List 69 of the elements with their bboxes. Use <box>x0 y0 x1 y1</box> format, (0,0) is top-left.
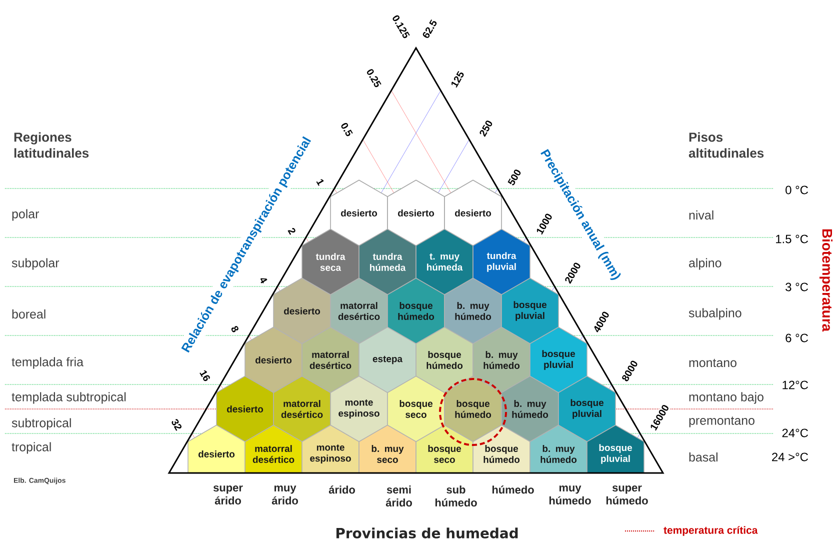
temperature-label: 6 °C <box>786 334 808 342</box>
tick-label: 2 <box>286 226 298 237</box>
life-zone-hexagon: bosque pluvial <box>586 424 644 474</box>
region-heading: Pisos altitudinales <box>688 132 764 158</box>
life-zone-hexagon: bosque húmedo <box>387 278 445 344</box>
zone-label: basal <box>689 452 718 462</box>
humidity-label: sub húmedo <box>435 486 477 506</box>
life-zone-hexagon: desierto <box>387 180 445 246</box>
life-zone-hexagon: monte espinoso <box>302 424 360 474</box>
life-zone-hexagon: desierto <box>188 424 246 474</box>
zone-label: templada fria <box>12 357 84 369</box>
life-zone-hexagon: tundra húmeda <box>358 228 416 296</box>
humidity-label: muy húmedo <box>549 486 591 504</box>
zone-label: subpolar <box>12 258 60 270</box>
humidity-label: muy árido <box>272 486 298 504</box>
life-zone-hexagon: b. muy seco <box>358 424 416 474</box>
zone-label: nival <box>689 210 714 220</box>
humidity-label: árido <box>328 486 355 494</box>
life-zone-hexagon: monte espinoso <box>330 376 388 442</box>
life-zone-hexagon: matorral desértico <box>244 424 302 474</box>
life-zone-hexagon: desierto <box>273 278 331 344</box>
life-zone-hexagon: bosque seco <box>387 376 445 442</box>
life-zone-hexagon: b. muy húmedo <box>444 278 502 344</box>
zone-label: montano <box>689 358 736 368</box>
axis-title: Biotemperatura <box>820 229 832 332</box>
life-zone-hexagon: desierto <box>330 180 388 246</box>
zone-label: boreal <box>12 309 46 319</box>
life-zone-hexagon: desierto <box>244 326 302 394</box>
region-heading: Regiones latitudinales <box>14 132 89 158</box>
zone-label: subalpino <box>688 308 742 320</box>
humidity-label: semi árido <box>386 486 412 506</box>
life-zone-hexagon: desierto <box>216 376 274 442</box>
life-zone-hexagon: bosque pluvial <box>558 376 616 442</box>
temperature-label: 1.5 °C <box>776 234 808 244</box>
temperature-label: 0 °C <box>786 186 808 194</box>
life-zone-hexagon: b. muy húmedo <box>530 424 588 474</box>
axis-title: Provincias de humedad <box>336 528 518 538</box>
life-zone-hexagon: desierto <box>444 180 502 246</box>
life-zone-hexagon: tundra seca <box>302 228 360 296</box>
life-zone-hexagon: t. muy húmeda <box>416 228 474 296</box>
tick-label: 32 <box>169 416 184 433</box>
life-zone-hexagon: bosque pluvial <box>530 326 588 394</box>
life-zone-hexagon: bosque pluvial <box>501 278 559 344</box>
zone-label: polar <box>12 209 39 221</box>
zone-label: subtropical <box>12 418 71 430</box>
temperature-label: 24°C <box>782 428 808 438</box>
humidity-label: super árido <box>213 486 243 504</box>
zone-label: tropical <box>12 442 51 454</box>
zone-label: montano bajo <box>689 392 764 404</box>
humidity-label: super húmedo <box>606 486 648 504</box>
temperature-label: 3 °C <box>786 282 808 292</box>
temperature-label: 12°C <box>782 380 808 390</box>
zone-label: premontano <box>689 416 754 428</box>
legend-label: temperatura crítica <box>664 526 758 536</box>
tick-label: 16 <box>198 368 212 384</box>
tick-label: 125 <box>448 68 466 90</box>
life-zone-hexagon: b. muy húmedo <box>472 326 530 394</box>
humidity-label: húmedo <box>492 486 534 494</box>
life-zone-hexagon: bosque seco <box>416 424 474 474</box>
tick-label: 0.5 <box>338 120 355 139</box>
life-zone-hexagon: tundra pluvial <box>472 228 530 296</box>
zone-label: alpino <box>689 258 722 270</box>
tick-label: 500 <box>506 166 524 188</box>
temperature-label: 24 >°C <box>772 452 808 462</box>
zone-label: templada subtropical <box>12 392 126 404</box>
tick-label: 250 <box>477 118 495 139</box>
tick-label: 8 <box>229 324 241 335</box>
life-zone-hexagon: bosque húmedo <box>472 424 530 474</box>
life-zone-hexagon: estepa <box>358 326 416 394</box>
